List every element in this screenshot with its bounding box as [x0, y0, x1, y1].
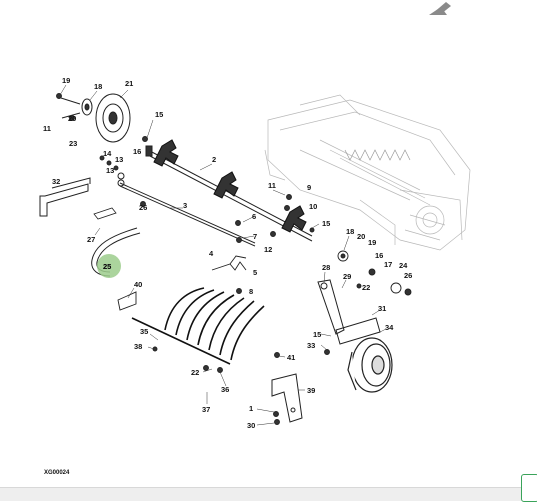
spring-clip — [211, 255, 247, 271]
callout-label: 23 — [69, 139, 77, 148]
callout-label: 22 — [191, 368, 199, 377]
callout-label: 20 — [68, 114, 76, 123]
callout-label: 33 — [307, 341, 315, 350]
callout-label: 7 — [253, 232, 257, 241]
callout-label: 15 — [313, 330, 321, 339]
callout-label: 21 — [125, 79, 133, 88]
gauge-wheel — [347, 337, 393, 393]
callout-label: 14 — [103, 149, 112, 158]
side-bracket — [39, 177, 91, 217]
callout-label: 15 — [322, 219, 330, 228]
lower-shaft — [117, 172, 256, 247]
background-machine — [264, 94, 471, 251]
corner-button[interactable] — [521, 474, 537, 502]
callout-label: 26 — [139, 203, 147, 212]
callout-label: 19 — [368, 238, 376, 247]
wheel-arm — [317, 279, 381, 345]
highlighted-callout-label: 25 — [103, 262, 111, 271]
callout-label: 29 — [343, 272, 351, 281]
callout-label: 38 — [134, 342, 142, 351]
callout-label: 36 — [221, 385, 229, 394]
tine-holder — [117, 291, 137, 311]
callout-label: 2 — [212, 155, 216, 164]
callout-label: 32 — [52, 177, 60, 186]
nav-arrow-icon[interactable] — [429, 2, 451, 15]
callout-label: 9 — [307, 183, 311, 192]
callout-label: 40 — [134, 280, 142, 289]
callout-label: 3 — [183, 201, 187, 210]
callout-label: 10 — [309, 202, 317, 211]
callout-label: 27 — [87, 235, 95, 244]
bottom-bar — [0, 487, 537, 501]
callout-label: 34 — [385, 323, 394, 332]
callout-label: 1 — [249, 404, 253, 413]
callout-label: 20 — [357, 232, 365, 241]
callout-label: 25 — [103, 262, 111, 271]
callout-label: 18 — [94, 82, 102, 91]
callout-label: 37 — [202, 405, 210, 414]
callout-label: 17 — [384, 260, 392, 269]
callout-label: 18 — [346, 227, 354, 236]
figure-id: XG00024 — [44, 470, 70, 476]
callout-label: 24 — [399, 261, 408, 270]
callout-label: 11 — [43, 124, 51, 133]
callout-label: 28 — [322, 263, 330, 272]
callout-label: 12 — [264, 245, 272, 254]
callout-label: 31 — [378, 304, 386, 313]
callout-label: 19 — [62, 76, 70, 85]
callout-label: 26 — [404, 271, 412, 280]
callout-label: 15 — [155, 110, 163, 119]
callout-label: 8 — [249, 287, 253, 296]
callout-label: 30 — [247, 421, 255, 430]
rotor-shaft — [145, 139, 313, 242]
callout-labels: 19 18 21 11 20 23 15 16 14 13 13 2 32 26… — [43, 76, 412, 476]
leader-lines — [59, 84, 387, 426]
tine-bar — [131, 287, 265, 365]
highlight-marker[interactable] — [97, 254, 121, 278]
lower-bracket — [271, 373, 303, 423]
callout-label: 13 — [106, 166, 114, 175]
hardware — [56, 93, 412, 425]
callout-label: 16 — [133, 147, 141, 156]
callout-label: 6 — [252, 212, 256, 221]
callout-label: 13 — [115, 155, 123, 164]
callout-label: 11 — [268, 181, 276, 190]
callout-label: 22 — [362, 283, 370, 292]
callout-label: 39 — [307, 386, 315, 395]
callout-label: 41 — [287, 353, 295, 362]
callout-label: 35 — [140, 327, 148, 336]
callout-label: 16 — [375, 251, 383, 260]
callout-label: 4 — [209, 249, 214, 258]
callout-label: 5 — [253, 268, 257, 277]
small-plate — [93, 207, 117, 220]
